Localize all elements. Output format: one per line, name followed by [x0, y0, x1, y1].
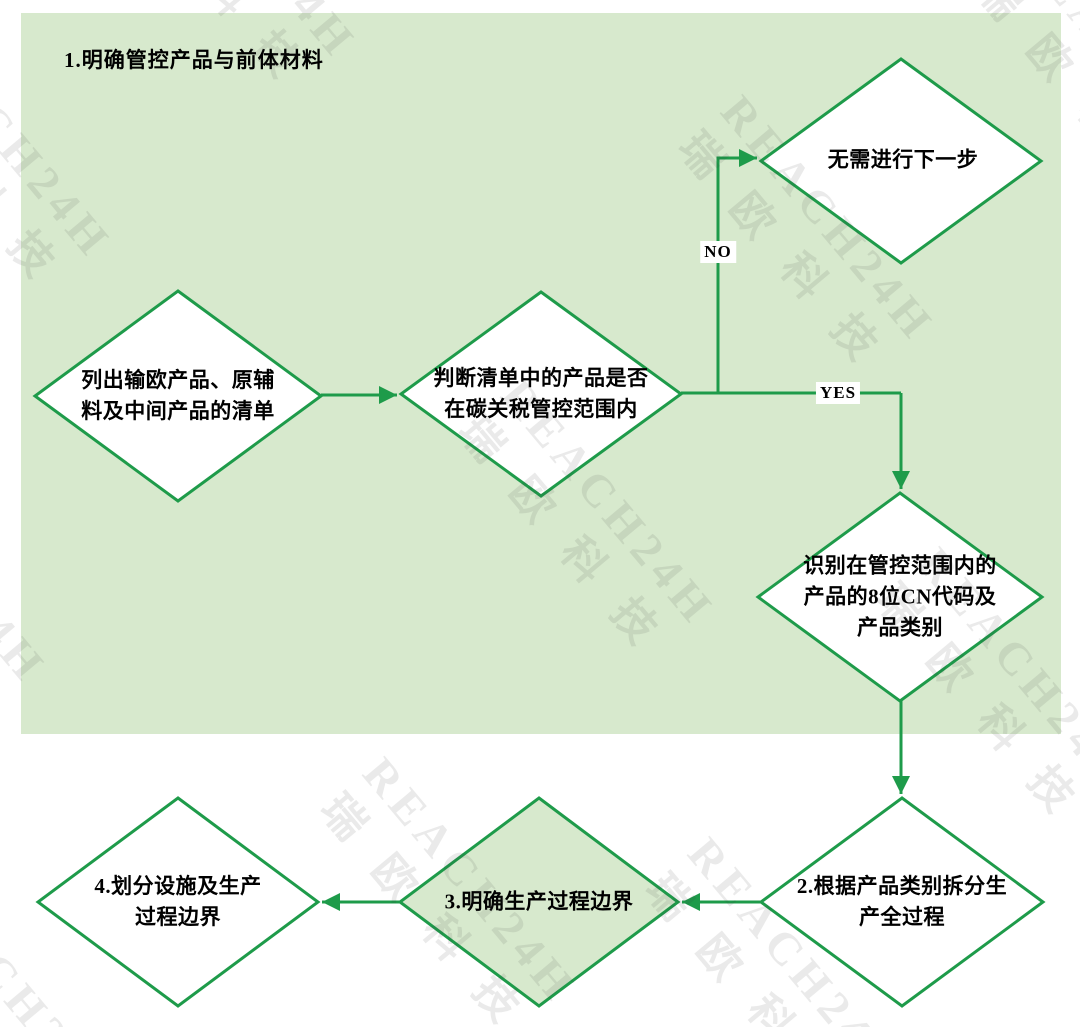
node-judge-shape [398, 290, 684, 498]
node-facility-boundary-label: 4.划分设施及生产 过程边界 [94, 874, 262, 929]
node-facility-boundary-shape [35, 796, 321, 1008]
node-list-shape [32, 289, 324, 503]
node-process-boundary-label: 3.明确生产过程边界 [444, 889, 634, 914]
stage1-title: 1.明确管控产品与前体材料 [64, 48, 324, 72]
node-judge-label: 判断清单中的产品是否 在碳关税管控范围内 [433, 366, 649, 421]
node-process-boundary-shape [397, 796, 681, 1008]
node-list-label: 列出输欧产品、原辅 料及中间产品的清单 [81, 368, 275, 423]
node-no-next-label: 无需进行下一步 [827, 147, 979, 172]
node-split-label: 2.根据产品类别拆分生 产全过程 [796, 874, 1008, 929]
node-identify-label: 识别在管控范围内的 产品的8位CN代码及 产品类别 [803, 553, 997, 640]
edge-no-label: NO [700, 241, 736, 263]
edge-yes-label: YES [815, 382, 861, 404]
node-no-next-shape [758, 57, 1044, 265]
edge-no-branch [716, 149, 757, 393]
node-identify-shape [755, 491, 1045, 703]
node-split-shape [758, 796, 1046, 1008]
